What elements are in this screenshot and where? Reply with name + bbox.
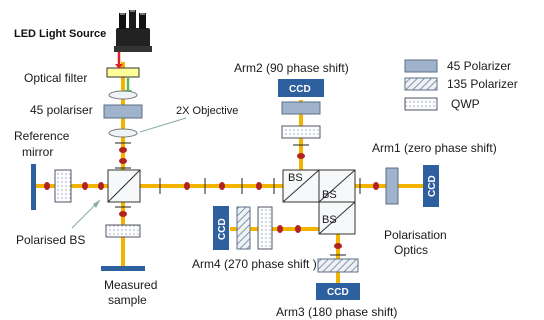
- objective-lens: [108, 128, 138, 138]
- polarisation-optics-splitters: [282, 169, 356, 235]
- arm1-45-polarizer: [385, 167, 399, 205]
- polarised-bs-label: Polarised BS: [16, 233, 85, 247]
- polariser45-label: 45 polariser: [30, 103, 93, 117]
- sample-stage: [101, 266, 145, 271]
- arm1-ccd: [423, 165, 439, 207]
- arm4-qwp: [257, 206, 273, 250]
- bs-label-2: BS: [322, 189, 337, 201]
- collimating-lens: [108, 90, 138, 100]
- legend: 45 Polarizer 135 Polarizer QWP: [404, 59, 518, 111]
- polarization-markers: [44, 142, 379, 256]
- arm4-label: Arm4 (270 phase shift ): [192, 257, 317, 271]
- arm2-ccd-label: CCD: [289, 84, 311, 95]
- reference-qwp: [54, 169, 72, 203]
- arm4-135-polarizer: [236, 206, 251, 250]
- reference-mirror-label-2: mirror: [22, 145, 53, 159]
- bs-label-3: BS: [322, 214, 337, 226]
- arm3-ccd: [316, 283, 360, 300]
- led-light-source: [114, 10, 152, 52]
- legend-swatch-135: [404, 77, 438, 91]
- arm2-ccd: [278, 79, 324, 97]
- legend-label-135: 135 Polarizer: [447, 77, 518, 91]
- reference-mirror-label-1: Reference: [14, 129, 70, 143]
- arm3-ccd-label: CCD: [327, 287, 349, 298]
- arm4-ccd-label: CCD: [217, 218, 228, 240]
- objective-pointer: [139, 117, 187, 133]
- filter-red-arrow: [115, 52, 123, 69]
- led-source-label: LED Light Source: [14, 28, 106, 40]
- objective-label: 2X Objective: [176, 105, 238, 117]
- arm2-label: Arm2 (90 phase shift): [234, 61, 349, 75]
- legend-swatch-qwp: [404, 97, 438, 111]
- arm3-label: Arm3 (180 phase shift): [276, 305, 397, 319]
- arm4-ccd: [213, 206, 229, 250]
- measured-sample-label-1: Measured: [104, 278, 157, 292]
- optical-filter-label: Optical filter: [24, 71, 87, 85]
- bs-label-1: BS: [288, 172, 303, 184]
- polarisation-optics-label-1: Polarisation: [384, 228, 447, 242]
- legend-label-qwp: QWP: [451, 97, 480, 111]
- arm1-ccd-label: CCD: [427, 175, 438, 197]
- light-beams: [34, 62, 438, 290]
- optical-filter: [106, 67, 140, 78]
- legend-swatch-45: [404, 59, 438, 73]
- arm1-label: Arm1 (zero phase shift): [372, 141, 497, 155]
- polarisation-optics-label-2: Optics: [394, 243, 428, 257]
- arm2-qwp: [281, 125, 321, 139]
- polariser45: [103, 104, 143, 119]
- arm2-45-polarizer: [281, 101, 321, 115]
- reference-mirror: [31, 164, 36, 210]
- arm3-135-polarizer: [317, 258, 359, 273]
- legend-label-45: 45 Polarizer: [447, 59, 511, 73]
- measured-sample-label-2: sample: [108, 293, 147, 307]
- sample-qwp: [105, 224, 141, 238]
